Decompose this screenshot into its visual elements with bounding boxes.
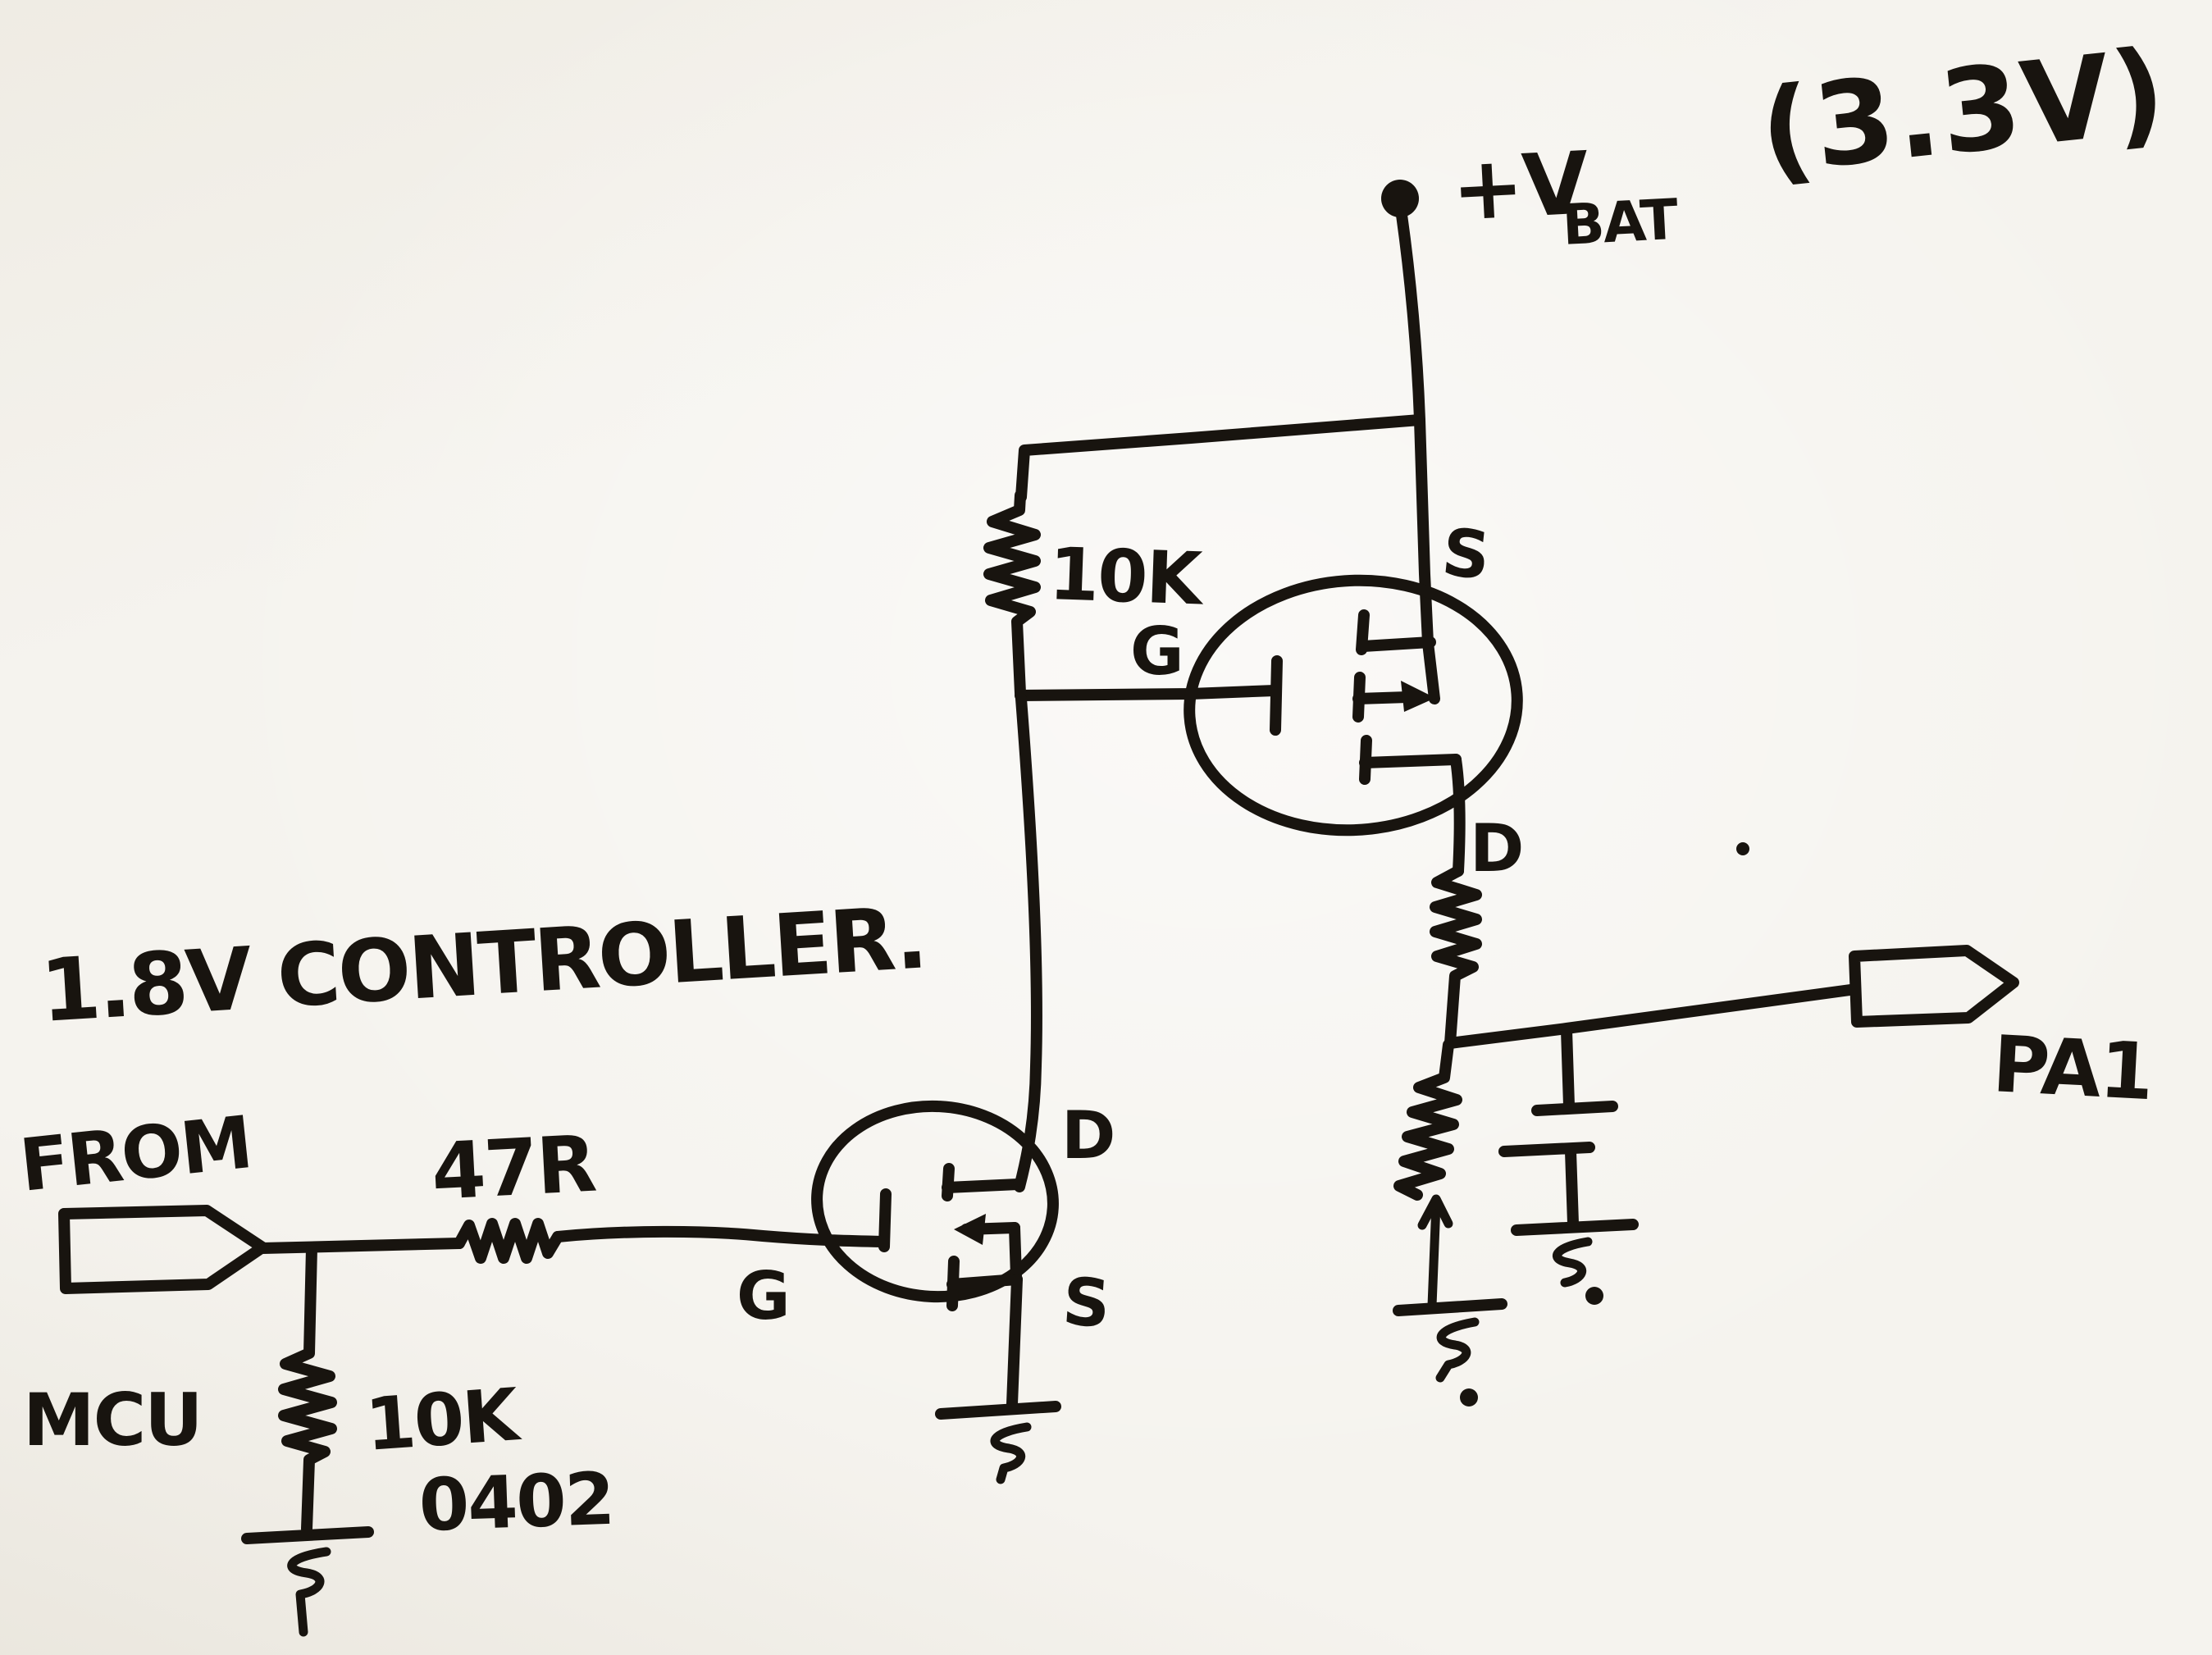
ground-squiggle-cap xyxy=(1552,1237,1593,1288)
divider-lower-resistor xyxy=(1393,1039,1462,1201)
label-pulldown-resistor-value: 10K xyxy=(363,1372,523,1467)
pullup-resistor xyxy=(983,490,1041,699)
label-pa1: PA1 xyxy=(1991,1019,2155,1118)
wire-vbat-to-top-fet-source xyxy=(1396,209,1440,704)
label-fet-bottom-source: S xyxy=(1060,1263,1111,1343)
cap-bottom-stub xyxy=(1565,1146,1579,1229)
bottom-fet-gate-bar xyxy=(878,1188,892,1252)
divider-arrow-shaft xyxy=(1427,1199,1441,1311)
bottom-fet-drain-lead xyxy=(942,1179,1024,1193)
label-mcu: MCU xyxy=(23,1378,202,1462)
top-fet-body-arrow xyxy=(1401,681,1435,712)
label-pulldown-resistor-package: 0402 xyxy=(417,1457,614,1548)
wire-node-to-pa1 xyxy=(1444,984,1856,1049)
ground-bar-bottom-fet xyxy=(935,1401,1061,1420)
label-fet-top-source: S xyxy=(1439,513,1492,594)
label-fet-top-drain: D xyxy=(1470,810,1522,887)
cap-bottom-plate xyxy=(1498,1142,1595,1157)
label-from: FROM xyxy=(16,1100,254,1208)
cap-top-stub xyxy=(1561,1024,1575,1111)
ground-bar-cap xyxy=(1511,1219,1639,1236)
label-series-resistor-value: 47R xyxy=(429,1119,598,1218)
cap-top-plate xyxy=(1531,1101,1618,1116)
vbat-terminal-dot xyxy=(1381,180,1419,217)
pa1-connector-flag xyxy=(1849,945,2019,1028)
ground-bar-divider xyxy=(1393,1298,1507,1316)
label-fet-bottom-gate: G xyxy=(737,1258,789,1334)
ground-bar-pulldown xyxy=(241,1526,374,1544)
pulldown-resistor xyxy=(278,1242,337,1534)
mcu-connector-flag xyxy=(58,1205,268,1294)
wire-to-top-fet-gate xyxy=(1015,685,1280,701)
top-fet-body-circle xyxy=(1184,574,1523,837)
ground-squiggle-divider xyxy=(1435,1317,1480,1383)
drain-resistor xyxy=(1430,865,1482,1049)
ink-speck xyxy=(1736,842,1749,855)
label-fet-top-gate: G xyxy=(1130,613,1183,690)
label-vbat-prefix: +V xyxy=(1449,133,1591,240)
top-fet-drain-lead xyxy=(1359,754,1462,768)
wire-top-fet-drain xyxy=(1450,754,1466,877)
divider-arrow-head xyxy=(1417,1194,1453,1230)
label-fet-bottom-drain: D xyxy=(1061,1097,1114,1174)
bottom-fet-body-link xyxy=(1009,1222,1022,1282)
wire-mcu-to-series-resistor xyxy=(257,1238,465,1254)
series-resistor xyxy=(454,1218,563,1264)
wire-series-resistor-to-gate xyxy=(552,1225,888,1247)
top-fet-source-lead xyxy=(1357,636,1436,652)
label-pullup-resistor-value: 10K xyxy=(1047,531,1206,622)
ground-squiggle-pulldown xyxy=(287,1547,331,1637)
wire-bottom-fet-source-to-ground xyxy=(1006,1274,1023,1410)
ground-dot-divider xyxy=(1460,1388,1478,1407)
ground-dot-cap xyxy=(1585,1287,1603,1305)
bottom-fet-source-lead xyxy=(946,1274,1023,1290)
label-vbat-voltage: (3.3V) xyxy=(1754,25,2173,200)
wire-gate-node-to-bottom-fet-drain xyxy=(1014,693,1042,1192)
top-fet-gate-bar xyxy=(1270,655,1283,736)
title-controller: 1.8V CONTROLLER. xyxy=(38,887,928,1042)
bottom-fet-body-circle xyxy=(811,1100,1059,1303)
ground-squiggle-bottom-fet xyxy=(990,1422,1032,1484)
label-vbat-sub: BAT xyxy=(1561,188,1681,258)
bottom-fet-body-arrow xyxy=(954,1214,986,1245)
top-fet-body-lead xyxy=(1352,691,1413,704)
wire-rail-to-pullup xyxy=(1015,414,1425,503)
